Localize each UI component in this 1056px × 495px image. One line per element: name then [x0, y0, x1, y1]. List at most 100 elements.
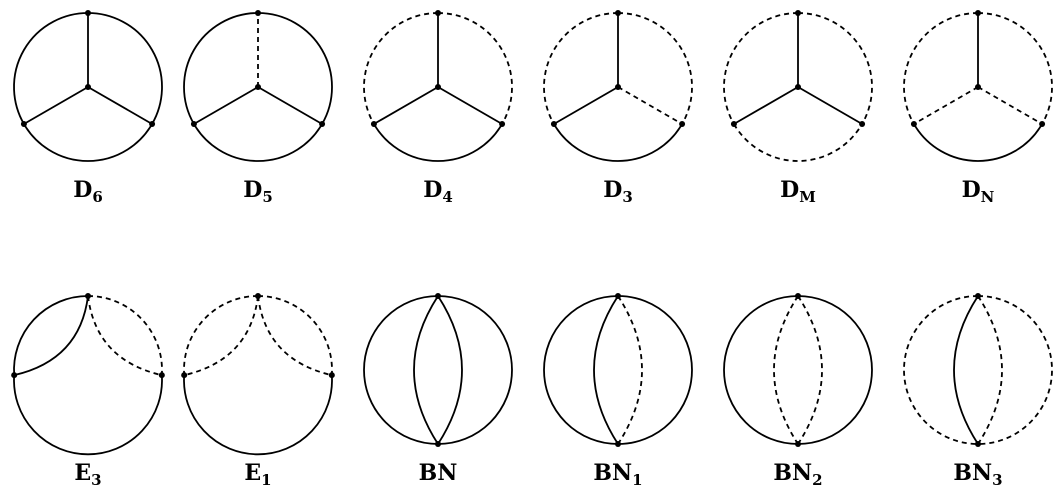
inner-right [257, 295, 333, 377]
arc-right [977, 295, 1053, 445]
vertex-dot [328, 372, 335, 379]
diagram-label: D3 [603, 177, 633, 206]
vertex-dot [255, 10, 261, 16]
spoke-right [977, 86, 1043, 125]
arc-bottom [553, 123, 683, 162]
vertex-dot [550, 121, 557, 127]
vertex-dot [85, 293, 91, 299]
inner-left [183, 295, 259, 377]
diagram-label: BN3 [953, 460, 1002, 489]
spoke-left [23, 86, 89, 125]
spoke-right [87, 86, 153, 125]
inner-right [977, 295, 1003, 445]
arc-top-right [797, 12, 873, 125]
inner-left [773, 295, 799, 445]
label-subscript: N [981, 188, 995, 206]
label-subscript: 3 [992, 471, 1002, 489]
spoke-right [617, 86, 683, 125]
vertex-dot [730, 121, 737, 127]
spoke-right [437, 86, 503, 125]
diagram-bn2: BN2 [723, 293, 873, 489]
spoke-left [193, 86, 259, 125]
label-main: D [780, 177, 799, 203]
vertex-dot [975, 293, 981, 299]
diagram-e1: E1 [181, 293, 335, 489]
vertex-dot [499, 121, 506, 127]
arc-left [363, 295, 439, 445]
vertex-dot [158, 372, 165, 379]
vertex-dot [435, 10, 441, 16]
diagram-bn3: BN3 [903, 293, 1053, 489]
vertex-dot [1039, 121, 1046, 127]
vertex-dot [910, 121, 917, 127]
inner-right [617, 295, 643, 445]
diagram-label: DN [962, 177, 995, 206]
label-main: E [244, 460, 261, 486]
arc-top-right [617, 12, 693, 125]
vertex-dot [85, 84, 91, 90]
arc-bottom [13, 375, 163, 456]
arc-right [437, 295, 513, 445]
diagram-label: DM [780, 177, 816, 206]
diagram-bn1: BN1 [543, 293, 693, 489]
vertex-dot [370, 121, 377, 127]
diagram-label: E1 [244, 460, 271, 489]
arc-left [903, 295, 979, 445]
vertex-dot [255, 84, 261, 90]
label-subscript: 2 [812, 471, 822, 489]
arc-right [617, 295, 693, 445]
vertex-dot [255, 293, 261, 299]
inner-left [413, 295, 439, 445]
vertex-dot [795, 10, 801, 16]
vertex-dot [615, 10, 621, 16]
inner-left [953, 295, 979, 445]
arc-top-left [183, 295, 259, 376]
diagram-label: D6 [73, 177, 103, 206]
diagram-dm: DM [723, 10, 873, 206]
label-subscript: M [799, 188, 816, 206]
vertex-dot [615, 84, 621, 90]
arc-bottom [23, 123, 153, 162]
vertex-dot [795, 293, 801, 299]
arc-bottom [193, 123, 323, 162]
spoke-right [797, 86, 863, 125]
arc-top-left [723, 12, 799, 125]
label-subscript: 3 [91, 471, 101, 489]
vertex-dot [435, 293, 441, 299]
vertex-dot [975, 84, 981, 90]
arc-top-left [183, 12, 259, 125]
arc-bottom [373, 123, 503, 162]
vertex-dot [975, 441, 981, 447]
inner-right [797, 295, 823, 445]
diagram-d4: D4 [363, 10, 513, 206]
label-main: E [74, 460, 91, 486]
vertex-dot [435, 84, 441, 90]
arc-left [723, 295, 799, 445]
inner-left [13, 295, 89, 377]
label-subscript: 1 [632, 471, 642, 489]
diagram-e3: E3 [11, 293, 165, 489]
inner-left [593, 295, 619, 445]
vertex-dot [149, 121, 156, 127]
label-main: BN [593, 460, 632, 486]
vertex-dot [20, 121, 27, 127]
arc-left [543, 295, 619, 445]
spoke-right [257, 86, 323, 125]
vertex-dot [181, 372, 188, 379]
diagram-label: BN2 [773, 460, 822, 489]
inner-right [437, 295, 463, 445]
inner-right [87, 295, 163, 377]
arc-top-right [977, 12, 1053, 125]
diagram-d5: D5 [183, 10, 333, 206]
vertex-dot [795, 84, 801, 90]
vertex-dot [795, 441, 801, 447]
arc-top-right [87, 12, 163, 125]
label-main: BN [773, 460, 812, 486]
arc-bottom [913, 123, 1043, 162]
diagram-bn: BN [363, 293, 513, 486]
vertex-dot [859, 121, 866, 127]
diagram-label: BN [419, 460, 458, 486]
label-subscript: 5 [262, 188, 272, 206]
vertex-dot [190, 121, 197, 127]
